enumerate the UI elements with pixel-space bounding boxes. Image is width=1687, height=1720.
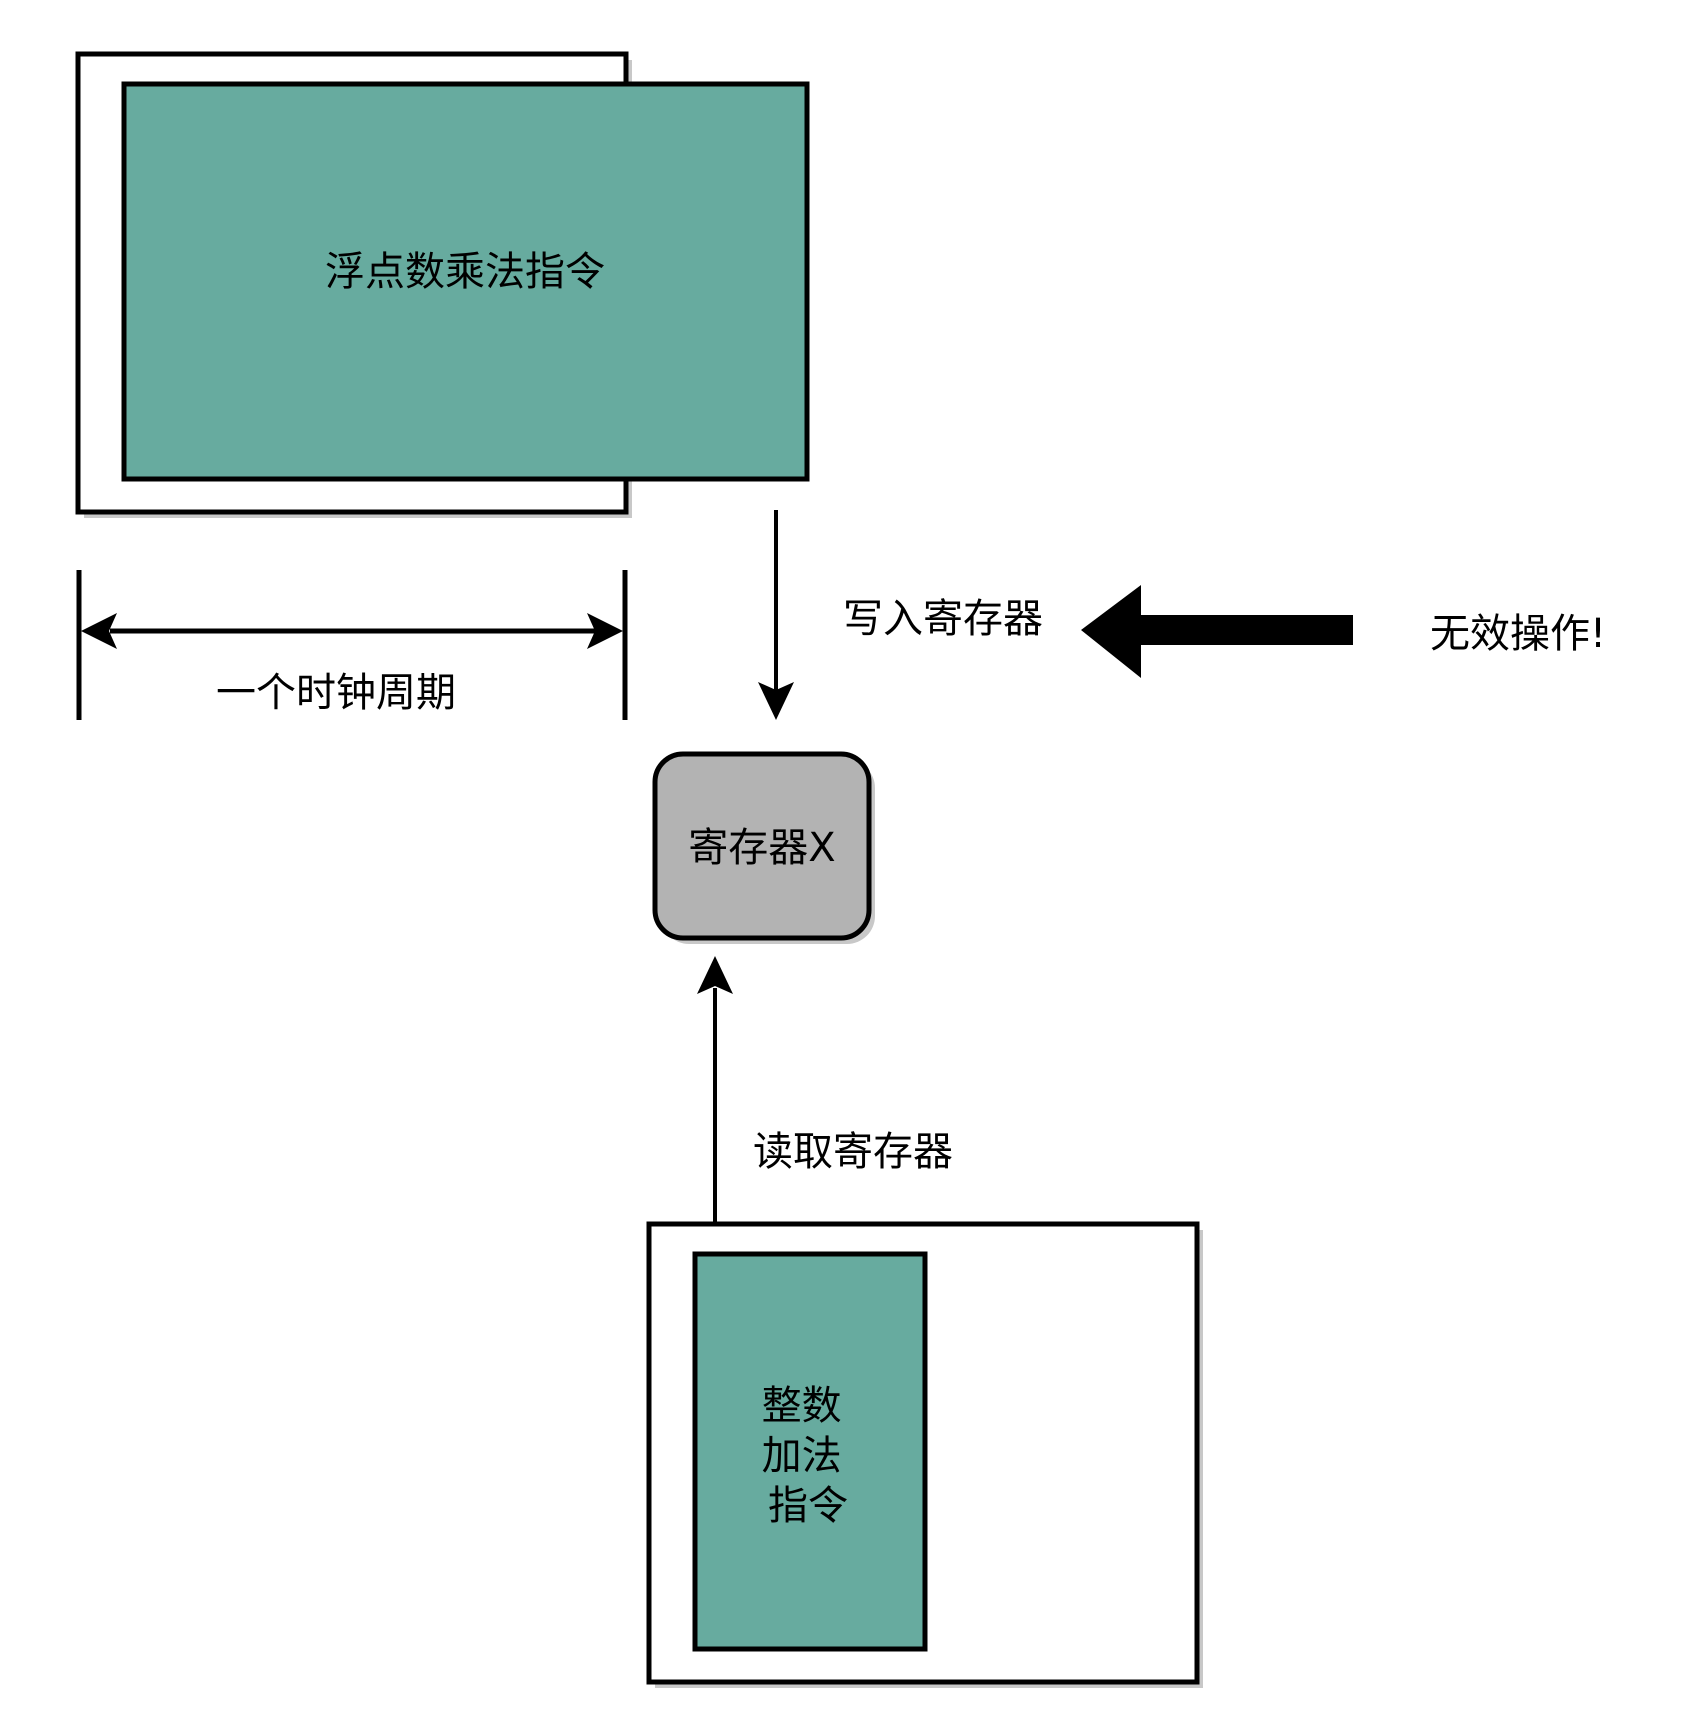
register-x-label: 寄存器X xyxy=(688,825,835,871)
clock-cycle-label: 一个时钟周期 xyxy=(216,670,456,716)
read-register-label: 读取寄存器 xyxy=(753,1129,953,1175)
invalid-operation-arrow-shape xyxy=(1081,585,1353,678)
clock-cycle-right-arrowhead xyxy=(587,613,623,649)
fp-multiply-instruction-block: 浮点数乘法指令 xyxy=(121,81,810,482)
fp-multiply-instruction-box xyxy=(121,81,810,482)
int-add-label-line-1: 整数 xyxy=(762,1383,842,1429)
clock-cycle-dimension: 一个时钟周期 xyxy=(76,570,628,720)
read-register-arrow: 读取寄存器 xyxy=(697,956,953,1224)
invalid-operation-arrow: 无效操作! xyxy=(1081,585,1606,678)
register-x-box xyxy=(652,751,872,941)
int-add-instruction-block: 整数 加法 指令 xyxy=(692,1251,928,1652)
register-x: 寄存器X xyxy=(652,751,875,944)
int-add-instruction-box xyxy=(692,1251,928,1652)
write-register-arrow: 写入寄存器 xyxy=(758,510,1043,720)
int-add-label-line-2: 加法 xyxy=(762,1433,842,1479)
write-register-label: 写入寄存器 xyxy=(843,596,1043,642)
int-add-label-line-3: 指令 xyxy=(768,1483,848,1529)
write-register-arrow-head xyxy=(758,682,794,720)
int-add-instruction-label: 整数 加法 指令 xyxy=(762,1383,855,1529)
clock-cycle-left-arrowhead xyxy=(81,613,117,649)
fp-multiply-instruction-label: 浮点数乘法指令 xyxy=(325,249,605,295)
invalid-operation-label: 无效操作! xyxy=(1430,611,1606,657)
read-register-arrow-head xyxy=(697,956,733,994)
